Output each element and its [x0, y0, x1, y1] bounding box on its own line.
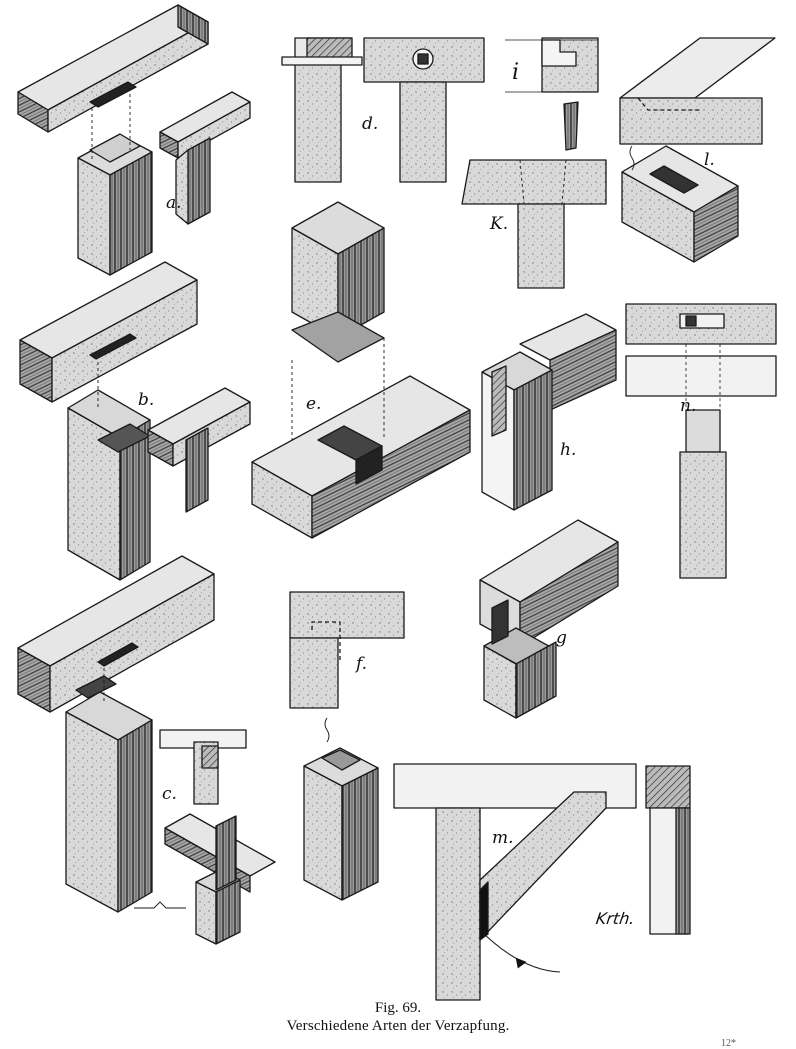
joint-c-section: [159, 729, 247, 805]
joint-h: [481, 313, 617, 511]
label-g: g: [556, 628, 567, 648]
joint-e-beam: [251, 375, 471, 539]
joint-b-post: [67, 389, 151, 581]
page-mark: 12*: [721, 1038, 736, 1049]
joint-e-tenon: [291, 201, 385, 363]
joint-f-block: [303, 747, 379, 901]
joint-a-post: [77, 133, 153, 276]
label-b: b.: [138, 390, 155, 410]
label-f: f.: [356, 654, 368, 674]
joint-d-side: [281, 37, 363, 183]
label-c: c.: [162, 784, 177, 804]
figure-title: Verschiedene Arten der Verzapfung.: [286, 1018, 510, 1034]
figure-number: Fig. 69.: [374, 1000, 422, 1016]
joint-l-block: [621, 145, 739, 263]
joint-c-assembled: [164, 813, 276, 945]
guide-lines: [91, 88, 385, 702]
artist-signature: Krth.: [594, 909, 636, 928]
joint-m-section: [645, 765, 691, 935]
joint-b-assembled: [147, 387, 251, 513]
joint-c-post: [65, 675, 153, 913]
joint-f-plan: [289, 591, 405, 709]
label-e: e.: [306, 394, 322, 414]
joint-a-beam: [17, 4, 209, 133]
label-m: m.: [492, 828, 514, 848]
label-n: n.: [680, 396, 697, 416]
joint-n: [625, 303, 777, 579]
label-i: i: [512, 60, 520, 85]
joint-a-assembled: [159, 91, 251, 225]
joint-m: [393, 763, 637, 1001]
joint-c-beam: [17, 555, 215, 713]
joint-d-front: [363, 37, 485, 183]
joint-i: [505, 37, 599, 151]
label-a: a.: [166, 193, 182, 213]
joint-k: [461, 159, 607, 289]
label-d: d.: [362, 114, 379, 134]
label-l: l.: [704, 150, 715, 170]
label-h: h.: [560, 440, 577, 460]
brace-marks: [134, 145, 635, 909]
joint-l-plan: [619, 37, 776, 145]
joint-b-beam: [19, 261, 198, 403]
label-k: K.: [490, 214, 509, 234]
joint-g: [479, 519, 619, 719]
